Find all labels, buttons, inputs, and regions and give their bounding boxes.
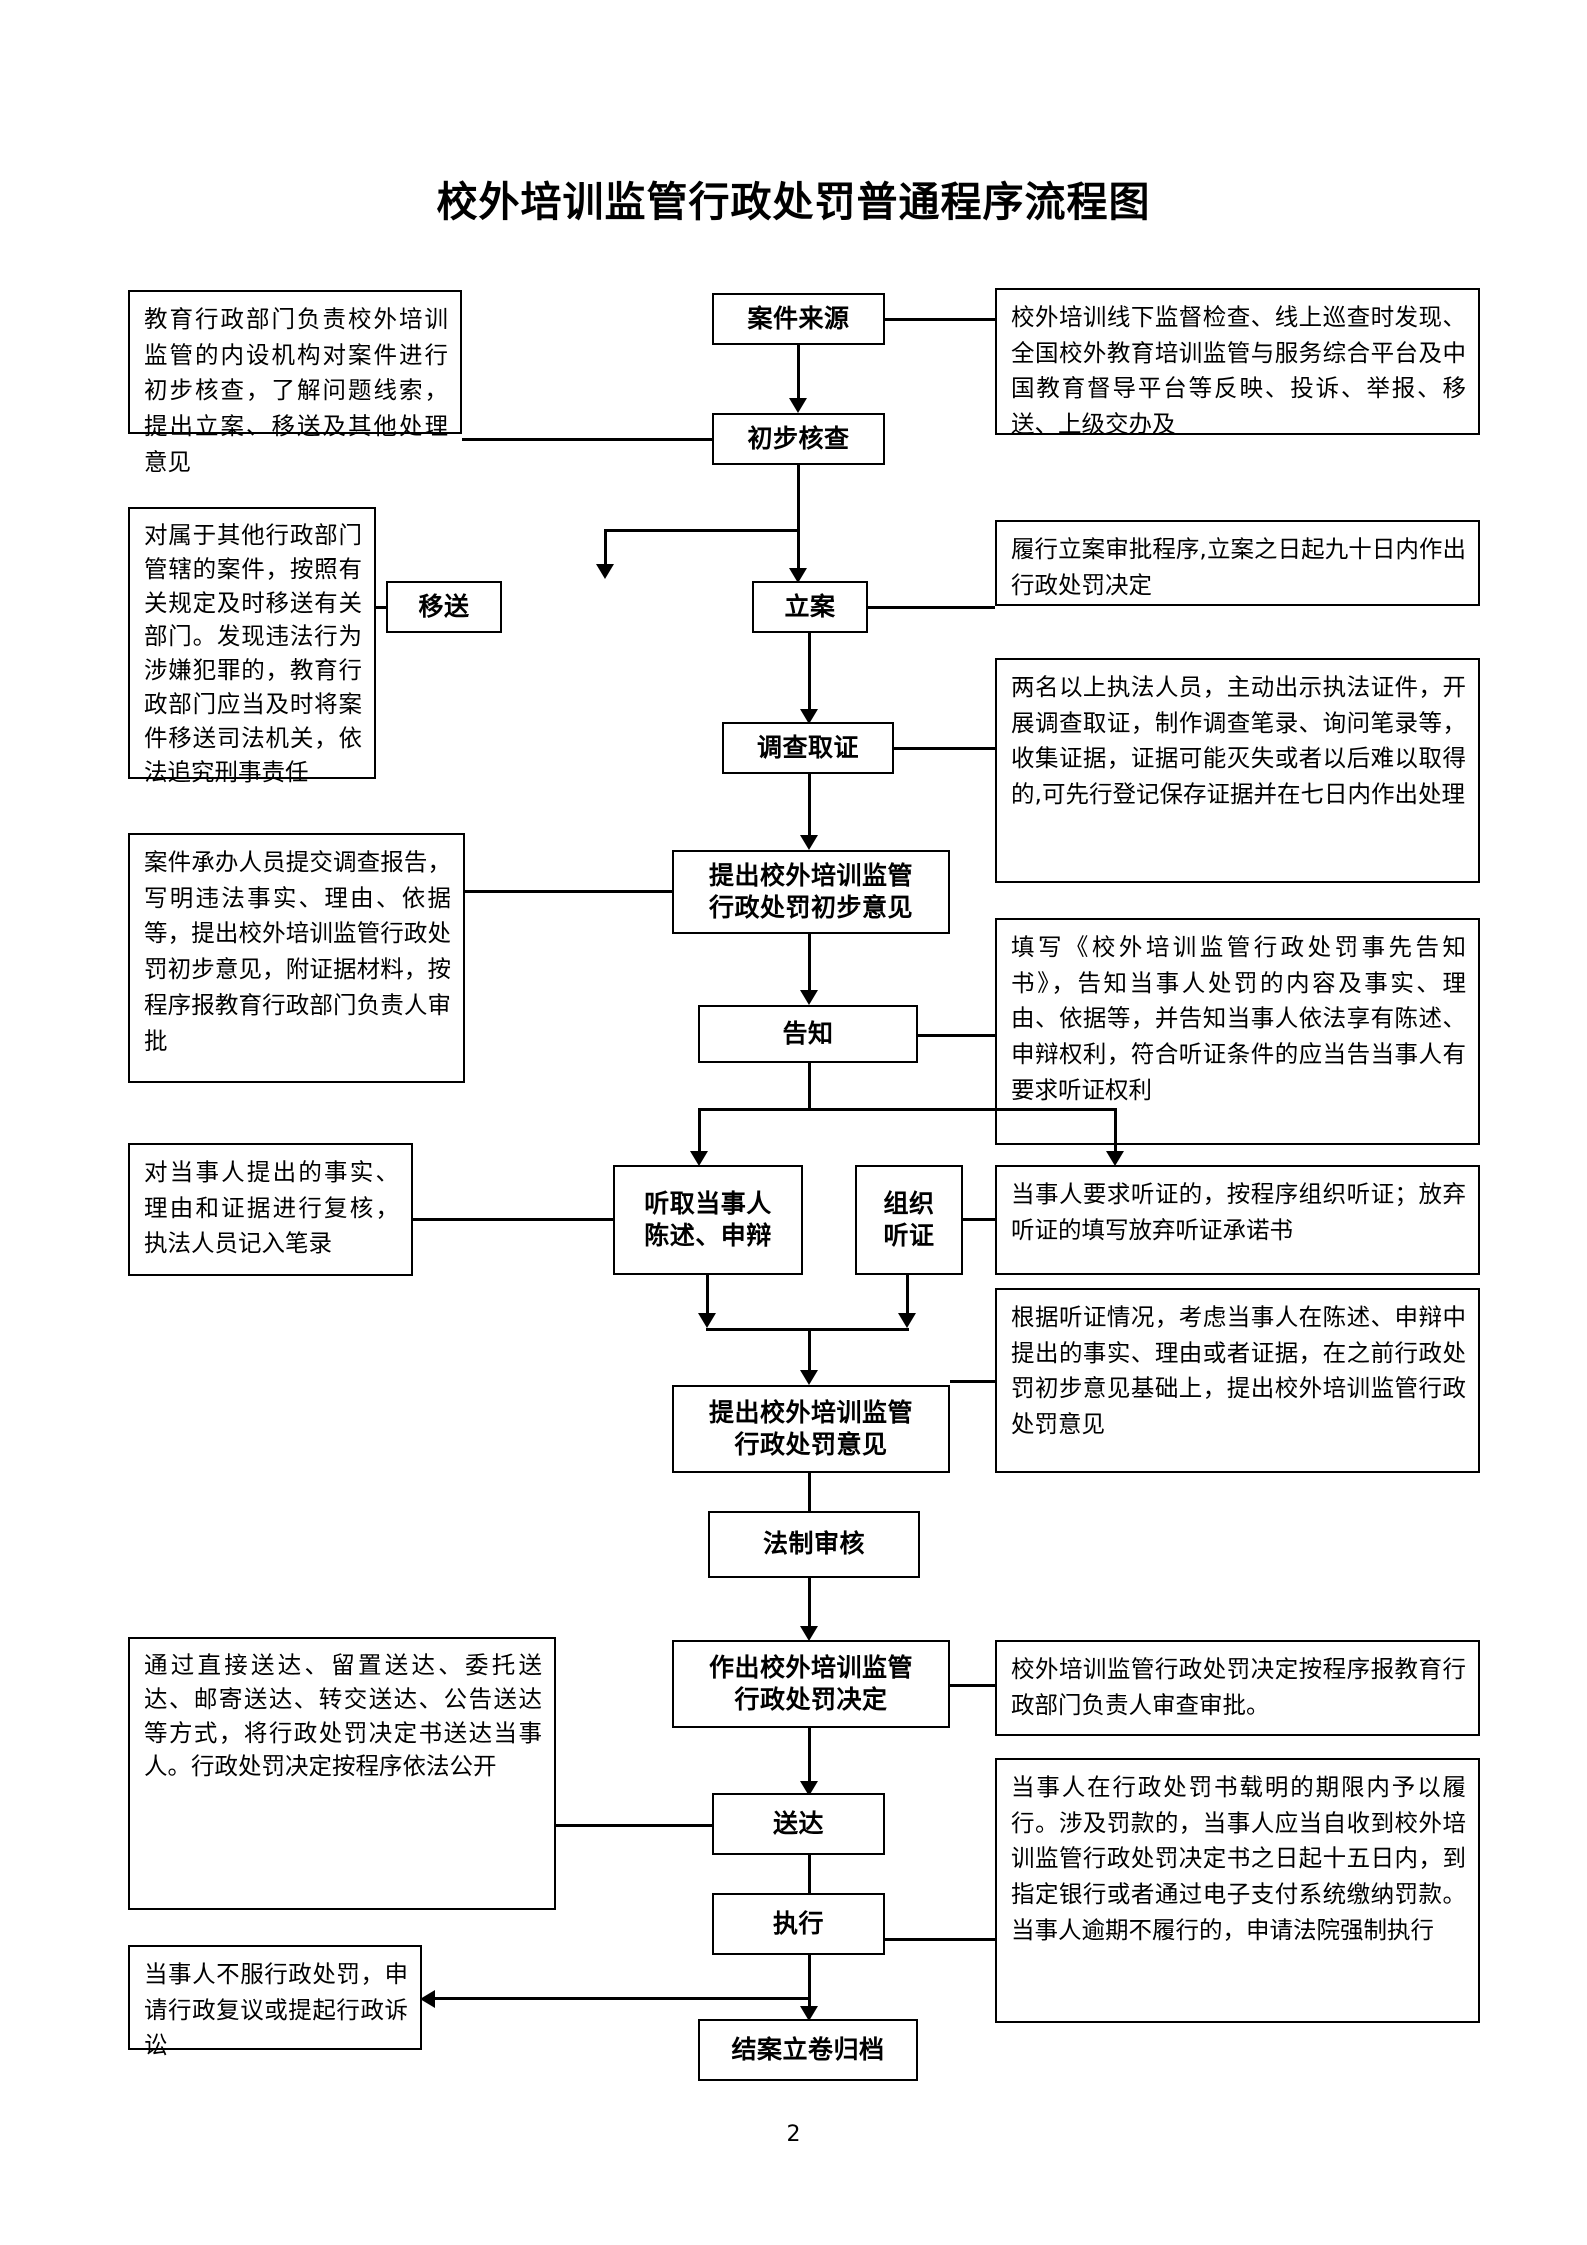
connector-serve-note-to-node — [556, 1824, 712, 1827]
arrow-down-file-case — [789, 568, 807, 583]
node-preliminary-opinion[interactable]: 提出校外培训监管 行政处罚初步意见 — [672, 850, 950, 934]
note-file-case-right: 履行立案审批程序,立案之日起九十日内作出行政处罚决定 — [995, 520, 1480, 606]
connector-file-case-down — [808, 633, 811, 713]
connector-investigation-to-note — [894, 747, 995, 750]
connector-execute-to-note — [885, 1938, 995, 1941]
node-organize-hearing-line2: 听证 — [883, 1221, 935, 1250]
node-execute[interactable]: 执行 — [712, 1893, 885, 1955]
node-punishment-opinion[interactable]: 提出校外培训监管 行政处罚意见 — [672, 1385, 950, 1473]
connector-merge-bar — [706, 1328, 909, 1331]
node-investigation[interactable]: 调查取证 — [722, 722, 894, 774]
node-hearing-statement[interactable]: 听取当事人 陈述、申辩 — [613, 1165, 803, 1275]
note-appeal-left: 当事人不服行政处罚，申请行政复议或提起行政诉讼 — [128, 1945, 422, 2059]
arrow-down-preliminary-opinion — [800, 835, 818, 850]
node-file-case[interactable]: 立案 — [752, 581, 868, 633]
connector-notification-down — [808, 1063, 811, 1111]
connector-hearing-split-bar — [698, 1108, 1117, 1111]
arrow-down-punishment-opinion — [800, 1370, 818, 1385]
note-case-source-right: 校外培训线下监督检查、线上巡查时发现、全国校外教育培训监管与服务综合平台及中国教… — [995, 288, 1480, 438]
node-hearing-statement-line2: 陈述、申辩 — [644, 1221, 772, 1250]
arrow-down-serve — [800, 1781, 818, 1796]
arrow-down-case-source — [789, 398, 807, 413]
node-close-archive[interactable]: 结案立卷归档 — [698, 2019, 918, 2081]
connector-investigation-down — [808, 774, 811, 839]
connector-preliminary-opinion-note — [465, 890, 672, 893]
connector-execute-down — [808, 1955, 811, 2010]
note-make-decision-right: 校外培训监管行政处罚决定按程序报教育行政部门负责人审查审批。 — [995, 1640, 1480, 1736]
note-hearing-statement-left: 对当事人提出的事实、理由和证据进行复核，执法人员记入笔录 — [128, 1143, 413, 1276]
node-punishment-opinion-line1: 提出校外培训监管 — [708, 1397, 913, 1427]
connector-branch-transfer — [604, 529, 607, 567]
page-number: 2 — [786, 2122, 801, 2147]
node-make-decision[interactable]: 作出校外培训监管 行政处罚决定 — [672, 1640, 950, 1728]
node-organize-hearing[interactable]: 组织 听证 — [855, 1165, 963, 1275]
connector-make-decision-to-note — [950, 1684, 995, 1687]
node-preliminary-opinion-line2: 行政处罚初步意见 — [708, 893, 913, 922]
node-organize-hearing-line1: 组织 — [883, 1188, 935, 1218]
note-execute-right: 当事人在行政处罚书载明的期限内予以履行。涉及罚款的，当事人应当自收到校外培训监管… — [995, 1758, 1480, 2023]
arrow-down-statement-merge — [698, 1313, 716, 1328]
node-serve[interactable]: 送达 — [712, 1793, 885, 1855]
arrow-down-notification — [800, 990, 818, 1005]
arrow-down-statement — [690, 1151, 708, 1166]
arrow-left-appeal — [420, 1990, 435, 2008]
arrow-down-close-archive — [800, 2006, 818, 2021]
connector-review-down — [797, 465, 800, 532]
node-legal-review[interactable]: 法制审核 — [708, 1511, 920, 1578]
node-case-source[interactable]: 案件来源 — [712, 293, 885, 345]
node-punishment-opinion-line2: 行政处罚意见 — [734, 1430, 888, 1459]
arrow-down-organize-hearing-merge — [898, 1313, 916, 1328]
connector-transfer-note-to-node — [376, 606, 388, 609]
connector-branch-organize-hearing — [1114, 1108, 1117, 1154]
connector-case-source-to-review — [797, 345, 800, 400]
node-make-decision-line2: 行政处罚决定 — [734, 1685, 888, 1714]
connector-make-decision-down — [808, 1728, 811, 1785]
connector-execute-to-appeal — [432, 1997, 809, 2000]
connector-left-note-to-review — [462, 438, 712, 441]
connector-punishment-opinion-to-note — [950, 1380, 995, 1383]
connector-statement-down — [706, 1275, 709, 1317]
connector-branch-file-case — [797, 529, 800, 571]
connector-preliminary-opinion-down — [808, 934, 811, 994]
note-investigation-right: 两名以上执法人员，主动出示执法证件，开展调查取证，制作调查笔录、询问笔录等，收集… — [995, 658, 1480, 883]
note-transfer-left: 对属于其他行政部门管辖的案件，按照有关规定及时移送有关部门。发现违法行为涉嫌犯罪… — [128, 507, 376, 786]
note-case-source-left: 教育行政部门负责校外培训监管的内设机构对案件进行初步核查，了解问题线索，提出立案… — [128, 290, 462, 476]
note-preliminary-opinion-left: 案件承办人员提交调查报告，写明违法事实、理由、依据等，提出校外培训监管行政处罚初… — [128, 833, 465, 1083]
node-preliminary-opinion-line1: 提出校外培训监管 — [708, 860, 913, 890]
connector-file-case-to-note — [868, 606, 995, 609]
connector-split-bar — [604, 529, 800, 532]
arrow-down-organize-hearing — [1106, 1151, 1124, 1166]
connector-legal-review-down — [808, 1578, 811, 1630]
node-hearing-statement-line1: 听取当事人 — [644, 1188, 772, 1218]
note-punishment-opinion-right: 根据听证情况，考虑当事人在陈述、申辩中提出的事实、理由或者证据，在之前行政处罚初… — [995, 1288, 1480, 1473]
connector-punishment-opinion-down — [808, 1473, 811, 1521]
arrow-down-make-decision — [800, 1626, 818, 1641]
node-transfer[interactable]: 移送 — [386, 581, 502, 633]
node-notification[interactable]: 告知 — [698, 1005, 918, 1063]
node-preliminary-review[interactable]: 初步核查 — [712, 413, 885, 465]
connector-branch-statement — [698, 1108, 701, 1154]
page-title: 校外培训监管行政处罚普通程序流程图 — [436, 178, 1151, 226]
connector-organize-hearing-down — [906, 1275, 909, 1317]
connector-serve-down — [808, 1855, 811, 1907]
connector-case-source-to-note — [885, 318, 995, 321]
connector-notification-to-note — [918, 1034, 995, 1037]
connector-organize-hearing-to-note — [963, 1218, 995, 1221]
node-make-decision-line1: 作出校外培训监管 — [708, 1652, 913, 1682]
connector-hearing-note-to-node — [413, 1218, 613, 1221]
note-serve-left: 通过直接送达、留置送达、委托送达、邮寄送达、转交送达、公告送达等方式，将行政处罚… — [128, 1637, 556, 1910]
connector-merge-down — [808, 1328, 811, 1373]
note-organize-hearing-right: 当事人要求听证的，按程序组织听证；放弃听证的填写放弃听证承诺书 — [995, 1165, 1480, 1275]
arrow-down-investigation — [800, 709, 818, 724]
note-notification-right: 填写《校外培训监管行政处罚事先告知书》，告知当事人处罚的内容及事实、理由、依据等… — [995, 918, 1480, 1145]
arrow-down-transfer — [596, 564, 614, 579]
